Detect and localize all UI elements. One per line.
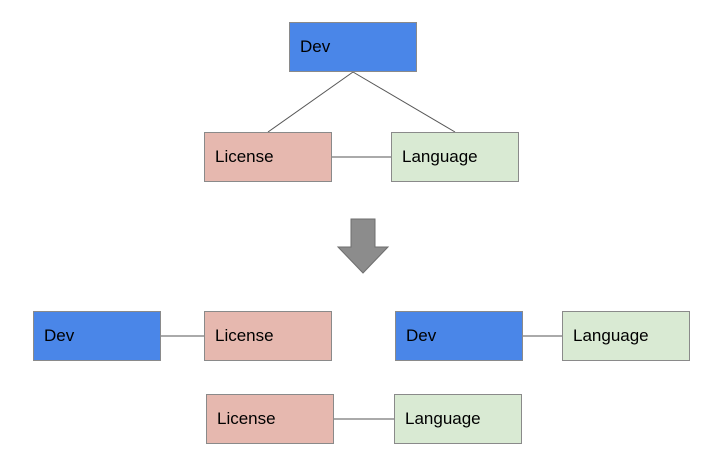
- pair2-language-node: Language: [562, 311, 690, 361]
- down-arrow-icon: [336, 218, 390, 274]
- pair2-dev-node: Dev: [395, 311, 523, 361]
- top-language-node: Language: [391, 132, 519, 182]
- edge-dev-license: [267, 71, 354, 133]
- pair3-language-node: Language: [394, 394, 522, 444]
- top-dev-node: Dev: [289, 22, 417, 72]
- pair1-dev-node: Dev: [33, 311, 161, 361]
- pair3-license-node: License: [206, 394, 334, 444]
- pair1-license-node: License: [204, 311, 332, 361]
- top-license-node: License: [204, 132, 332, 182]
- edge-dev-language: [352, 71, 456, 133]
